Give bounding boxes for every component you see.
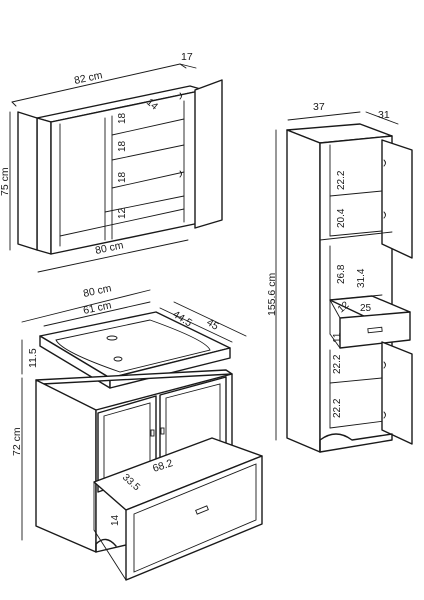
tall-lower-2-label: 22.2 <box>332 398 343 418</box>
vanity-total-width-label: 80 cm <box>82 282 113 300</box>
mirror-height-label: 75 cm <box>0 167 11 196</box>
tall-upper-1-label: 22.2 <box>336 170 347 190</box>
vanity-sink-width-label: 61 cm <box>82 299 113 317</box>
vanity-cabinet-height-label: 72 cm <box>11 427 23 456</box>
mirror-shelf-2-label: 18 <box>117 140 128 152</box>
mirror-cabinet-drawing <box>9 63 223 273</box>
tall-width-label: 37 <box>313 101 325 113</box>
tall-height-label: 155.6 cm <box>266 273 278 316</box>
mirror-width-label: 82 cm <box>73 69 104 87</box>
mirror-depth-label: 17 <box>181 51 193 63</box>
vanity-drawer-height-label: 14 <box>110 514 121 526</box>
tall-drawer-height-label: 11 <box>332 332 343 343</box>
mirror-bottom-width-label: 80 cm <box>94 239 125 257</box>
tall-depth-label: 31 <box>378 109 390 121</box>
mirror-shelf-1-label: 18 <box>117 112 128 124</box>
mirror-bottom-shelf-label: 12 <box>117 207 128 219</box>
tall-middle-width-label: 31.4 <box>356 268 367 288</box>
mirror-shelf-3-label: 18 <box>117 171 128 183</box>
tall-lower-1-label: 22.2 <box>332 354 343 374</box>
tall-cabinet-drawing <box>275 111 413 453</box>
vanity-drawing <box>21 289 263 581</box>
tall-middle-height-label: 26.8 <box>336 264 347 284</box>
tall-drawer-depth-label: 25 <box>360 303 372 314</box>
vanity-cabinet-depth-label: 45 <box>204 316 220 332</box>
vanity-sink-height-label: 11.5 <box>27 348 39 368</box>
tall-upper-2-label: 20.4 <box>336 208 347 228</box>
